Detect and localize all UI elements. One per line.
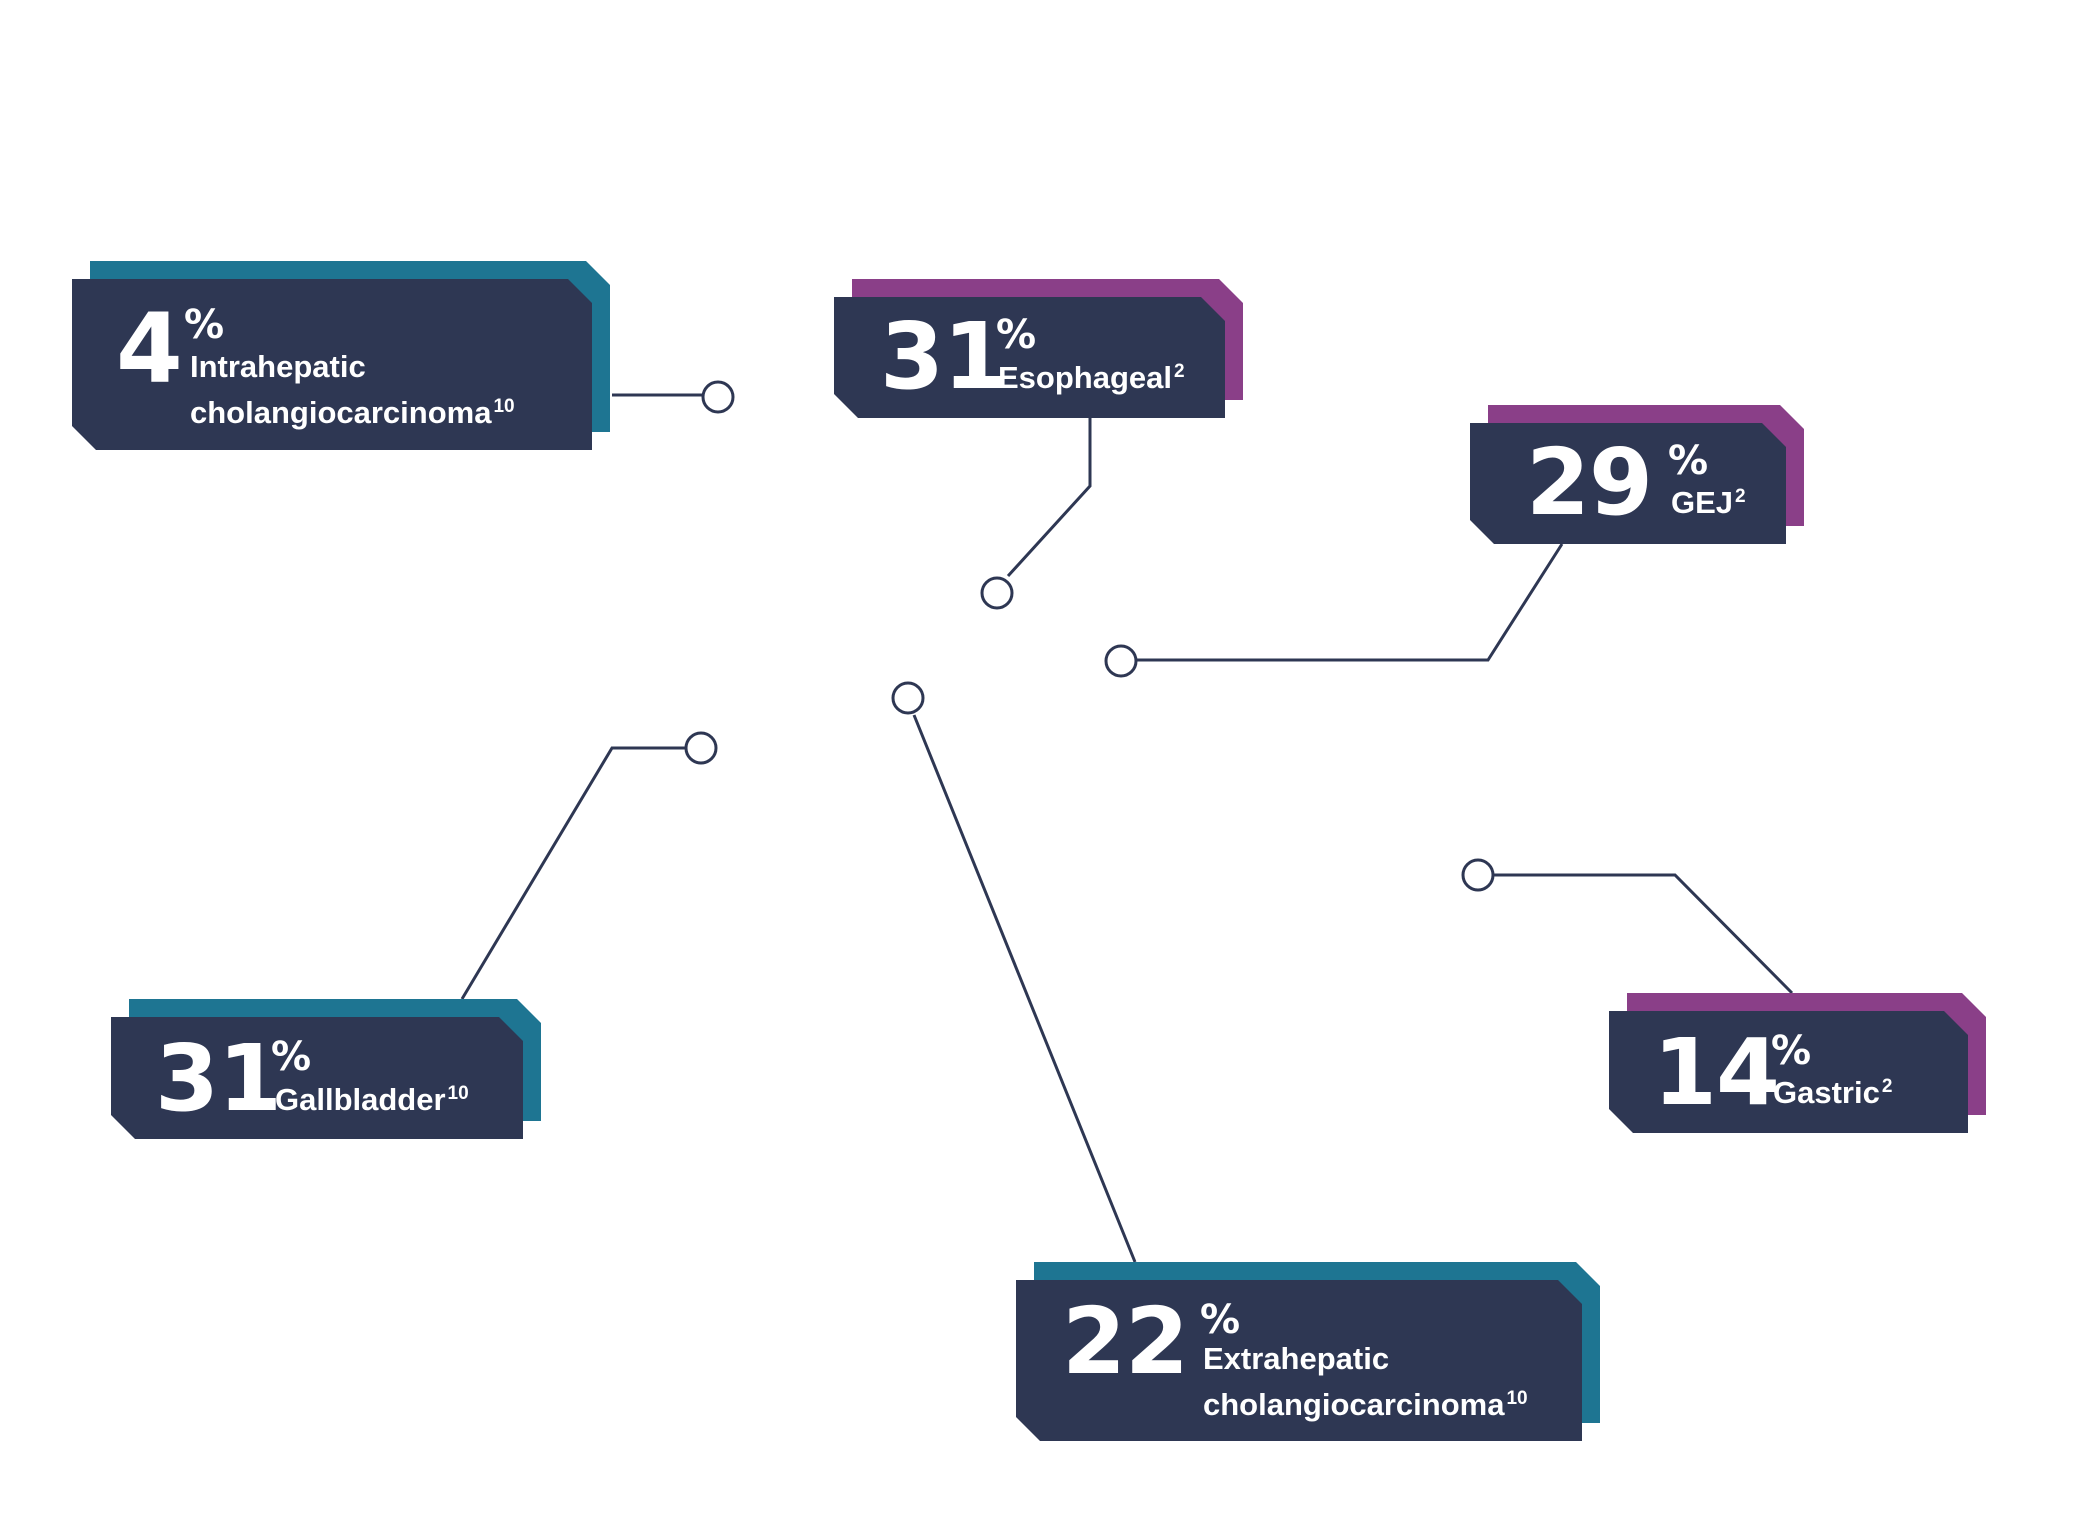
stat-value: 31 [155,1025,282,1132]
label-line-1-text: Gallbladder [275,1082,446,1117]
card-body [1470,423,1786,544]
stat-value: 31 [880,303,1007,410]
label-line-1-text: Gastric [1773,1075,1880,1110]
label-line-1-text: Esophageal [998,360,1172,395]
connector-dot-gallbladder [684,731,718,765]
label-line-2-text: cholangiocarcinoma [1203,1387,1505,1422]
stat-unit: % [1668,438,1709,484]
connector-esophageal [1006,418,1092,578]
connector-dot-intrahepatic [701,380,735,414]
card-body [834,297,1225,418]
connector-dot-extrahepatic [891,681,925,715]
stat-unit: % [996,312,1037,358]
reference-number: 10 [1506,1387,1528,1409]
stat-unit: % [1200,1297,1241,1343]
card-body [1016,1280,1582,1441]
card-body [1609,1011,1968,1133]
connector-extrahepatic [912,714,1137,1263]
connector-dot-gej [1104,644,1138,678]
reference-number: 2 [1881,1075,1893,1097]
reference-number: 2 [1174,360,1185,382]
connector-gallbladder [460,746,685,1000]
stat-value: 29 [1526,429,1653,536]
label-line-1: Intrahepatic [190,349,366,384]
connector-gej [1137,543,1564,662]
stat-value: 22 [1062,1288,1189,1395]
connector-gastric [1493,873,1794,995]
reference-number: 10 [447,1082,469,1104]
stat-value: 4 [116,293,183,405]
label-line-2-text: cholangiocarcinoma [190,395,492,430]
stat-unit: % [184,302,225,348]
label-line-1-text: GEJ [1671,485,1734,520]
connector-dot-gastric [1461,858,1495,892]
stat-unit: % [271,1034,312,1080]
card-body [111,1017,523,1139]
reference-number: 2 [1735,485,1746,507]
card-body [72,279,592,450]
label-line-1: Extrahepatic [1203,1341,1390,1376]
stat-unit: % [1771,1028,1812,1074]
stat-value: 14 [1653,1019,1780,1126]
connector-dot-esophageal [980,576,1014,610]
reference-number: 10 [493,395,515,417]
